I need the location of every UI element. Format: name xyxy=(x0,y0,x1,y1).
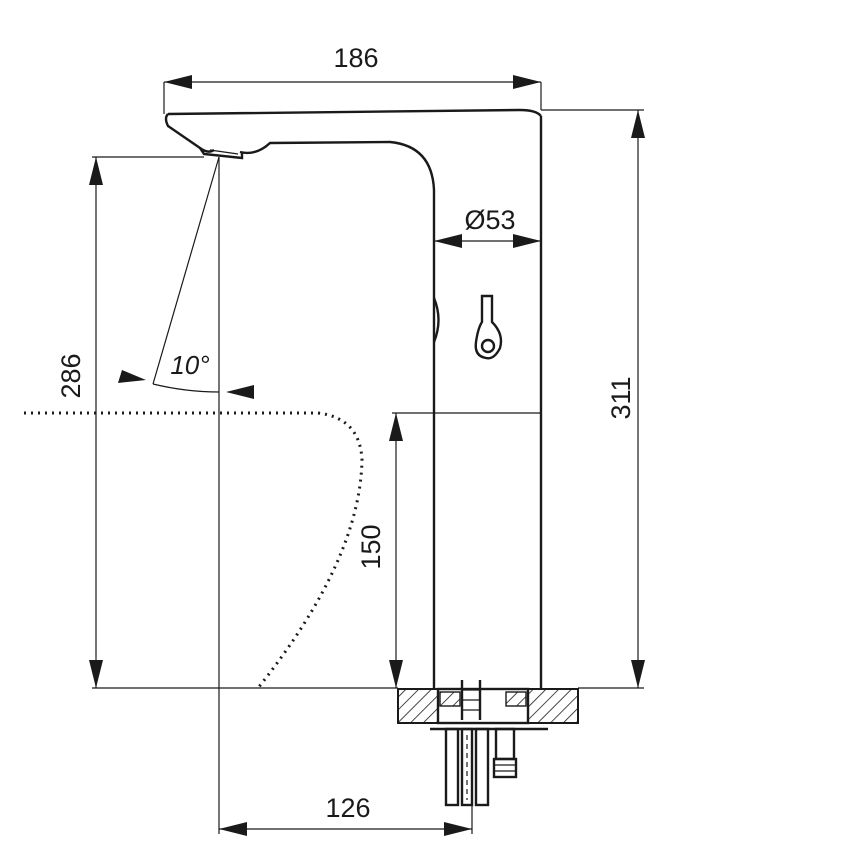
mounting-base-section xyxy=(397,680,579,731)
dimension-label-311: 311 xyxy=(606,376,636,419)
dimension-label-186: 186 xyxy=(333,43,378,73)
dimension-body-diameter: Ø53 xyxy=(434,205,541,248)
dimension-overall-width: 186 xyxy=(163,43,542,114)
dimension-label-126: 126 xyxy=(325,793,370,823)
dimension-spout-height: 286 xyxy=(56,156,398,689)
supply-hoses xyxy=(444,727,518,807)
dimension-overall-height: 311 xyxy=(541,109,645,689)
dimension-label-diameter: Ø53 xyxy=(464,205,515,235)
dimension-spray-angle: 10° xyxy=(118,156,254,399)
faucet-body xyxy=(164,108,543,688)
dimension-label-286: 286 xyxy=(56,353,86,398)
dimension-spout-reach: 126 xyxy=(218,157,473,836)
dimension-sensor-height: 150 xyxy=(356,412,541,688)
angle-label-10: 10° xyxy=(170,350,209,380)
basin-outline xyxy=(24,411,364,689)
dimension-label-150: 150 xyxy=(356,524,386,569)
